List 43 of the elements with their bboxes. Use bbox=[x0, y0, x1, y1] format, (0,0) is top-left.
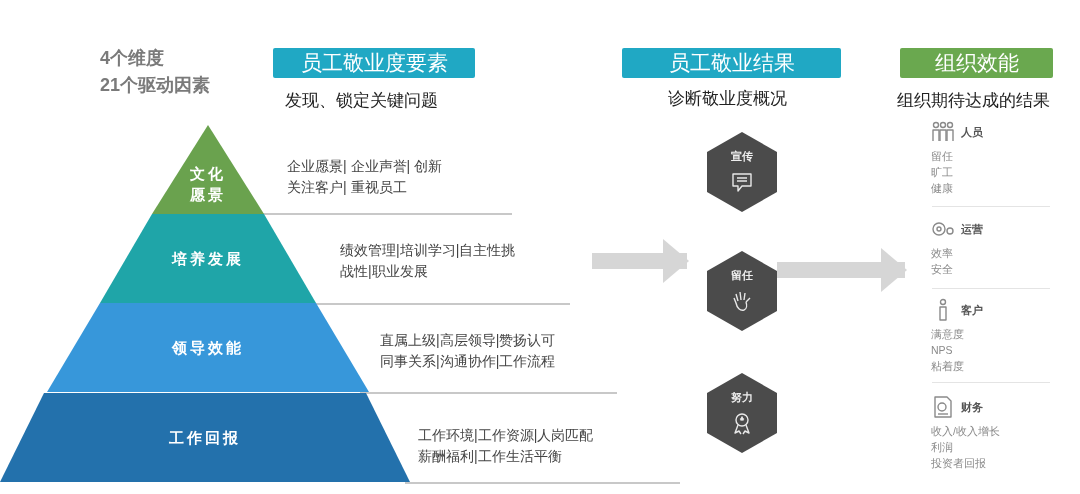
factor-text: 直属上级|高层领导|赞扬认可同事关系|沟通协作|工作流程 bbox=[380, 331, 557, 371]
category-heading: 财务 bbox=[961, 400, 983, 415]
pyramid-layer bbox=[100, 214, 316, 303]
hexagon-label: 留任 bbox=[730, 268, 754, 283]
metric-text: 留任 bbox=[931, 150, 953, 164]
factor-text: 工作环境|工作资源|人岗匹配薪酬福利|工作生活平衡 bbox=[418, 426, 595, 466]
hexagon-label: 宣传 bbox=[730, 149, 754, 164]
hexagon-label: 努力 bbox=[730, 390, 754, 405]
hexagon bbox=[707, 251, 777, 331]
heading-banner: 组织效能 bbox=[900, 48, 1053, 78]
pyramid-layer bbox=[47, 303, 369, 392]
category-heading: 人员 bbox=[961, 125, 983, 140]
subtitle-text: 发现、锁定关键问题 bbox=[285, 90, 439, 112]
subtitle-text: 组织期待达成的结果 bbox=[897, 90, 1051, 112]
pyramid-layer bbox=[152, 125, 264, 214]
heading-text: 4个维度 bbox=[100, 47, 164, 70]
hexagon bbox=[707, 132, 777, 212]
metric-text: 利润 bbox=[931, 441, 953, 455]
category-heading: 客户 bbox=[961, 303, 983, 318]
layer-label: 领导效能 bbox=[170, 338, 245, 358]
metric-text: 投资者回报 bbox=[931, 457, 986, 471]
metric-text: 满意度 bbox=[931, 328, 964, 342]
subtitle-text: 诊断敬业度概况 bbox=[668, 88, 788, 110]
layer-label: 文化愿景 bbox=[189, 164, 227, 205]
metric-text: 收入/收入增长 bbox=[931, 425, 1000, 439]
heading-banner: 员工敬业结果 bbox=[622, 48, 841, 78]
heading-text: 21个驱动因素 bbox=[100, 74, 211, 97]
pyramid-layer bbox=[0, 393, 410, 482]
arrow bbox=[592, 239, 689, 283]
arrow bbox=[777, 248, 907, 292]
category-heading: 运营 bbox=[961, 222, 983, 237]
factor-text: 绩效管理|培训学习|自主性挑战性|职业发展 bbox=[340, 241, 517, 281]
metric-text: 效率 bbox=[931, 247, 953, 261]
metric-text: 旷工 bbox=[931, 166, 953, 180]
metric-text: 健康 bbox=[931, 182, 953, 196]
metric-text: NPS bbox=[931, 344, 953, 356]
heading-banner: 员工敬业度要素 bbox=[273, 48, 475, 78]
layer-label: 工作回报 bbox=[168, 428, 242, 448]
metric-text: 安全 bbox=[931, 263, 953, 277]
layer-label: 培养发展 bbox=[170, 249, 245, 269]
hexagon bbox=[707, 373, 777, 453]
metric-text: 粘着度 bbox=[931, 360, 964, 374]
factor-text: 企业愿景| 企业声誉| 创新关注客户| 重视员工 bbox=[287, 157, 444, 197]
